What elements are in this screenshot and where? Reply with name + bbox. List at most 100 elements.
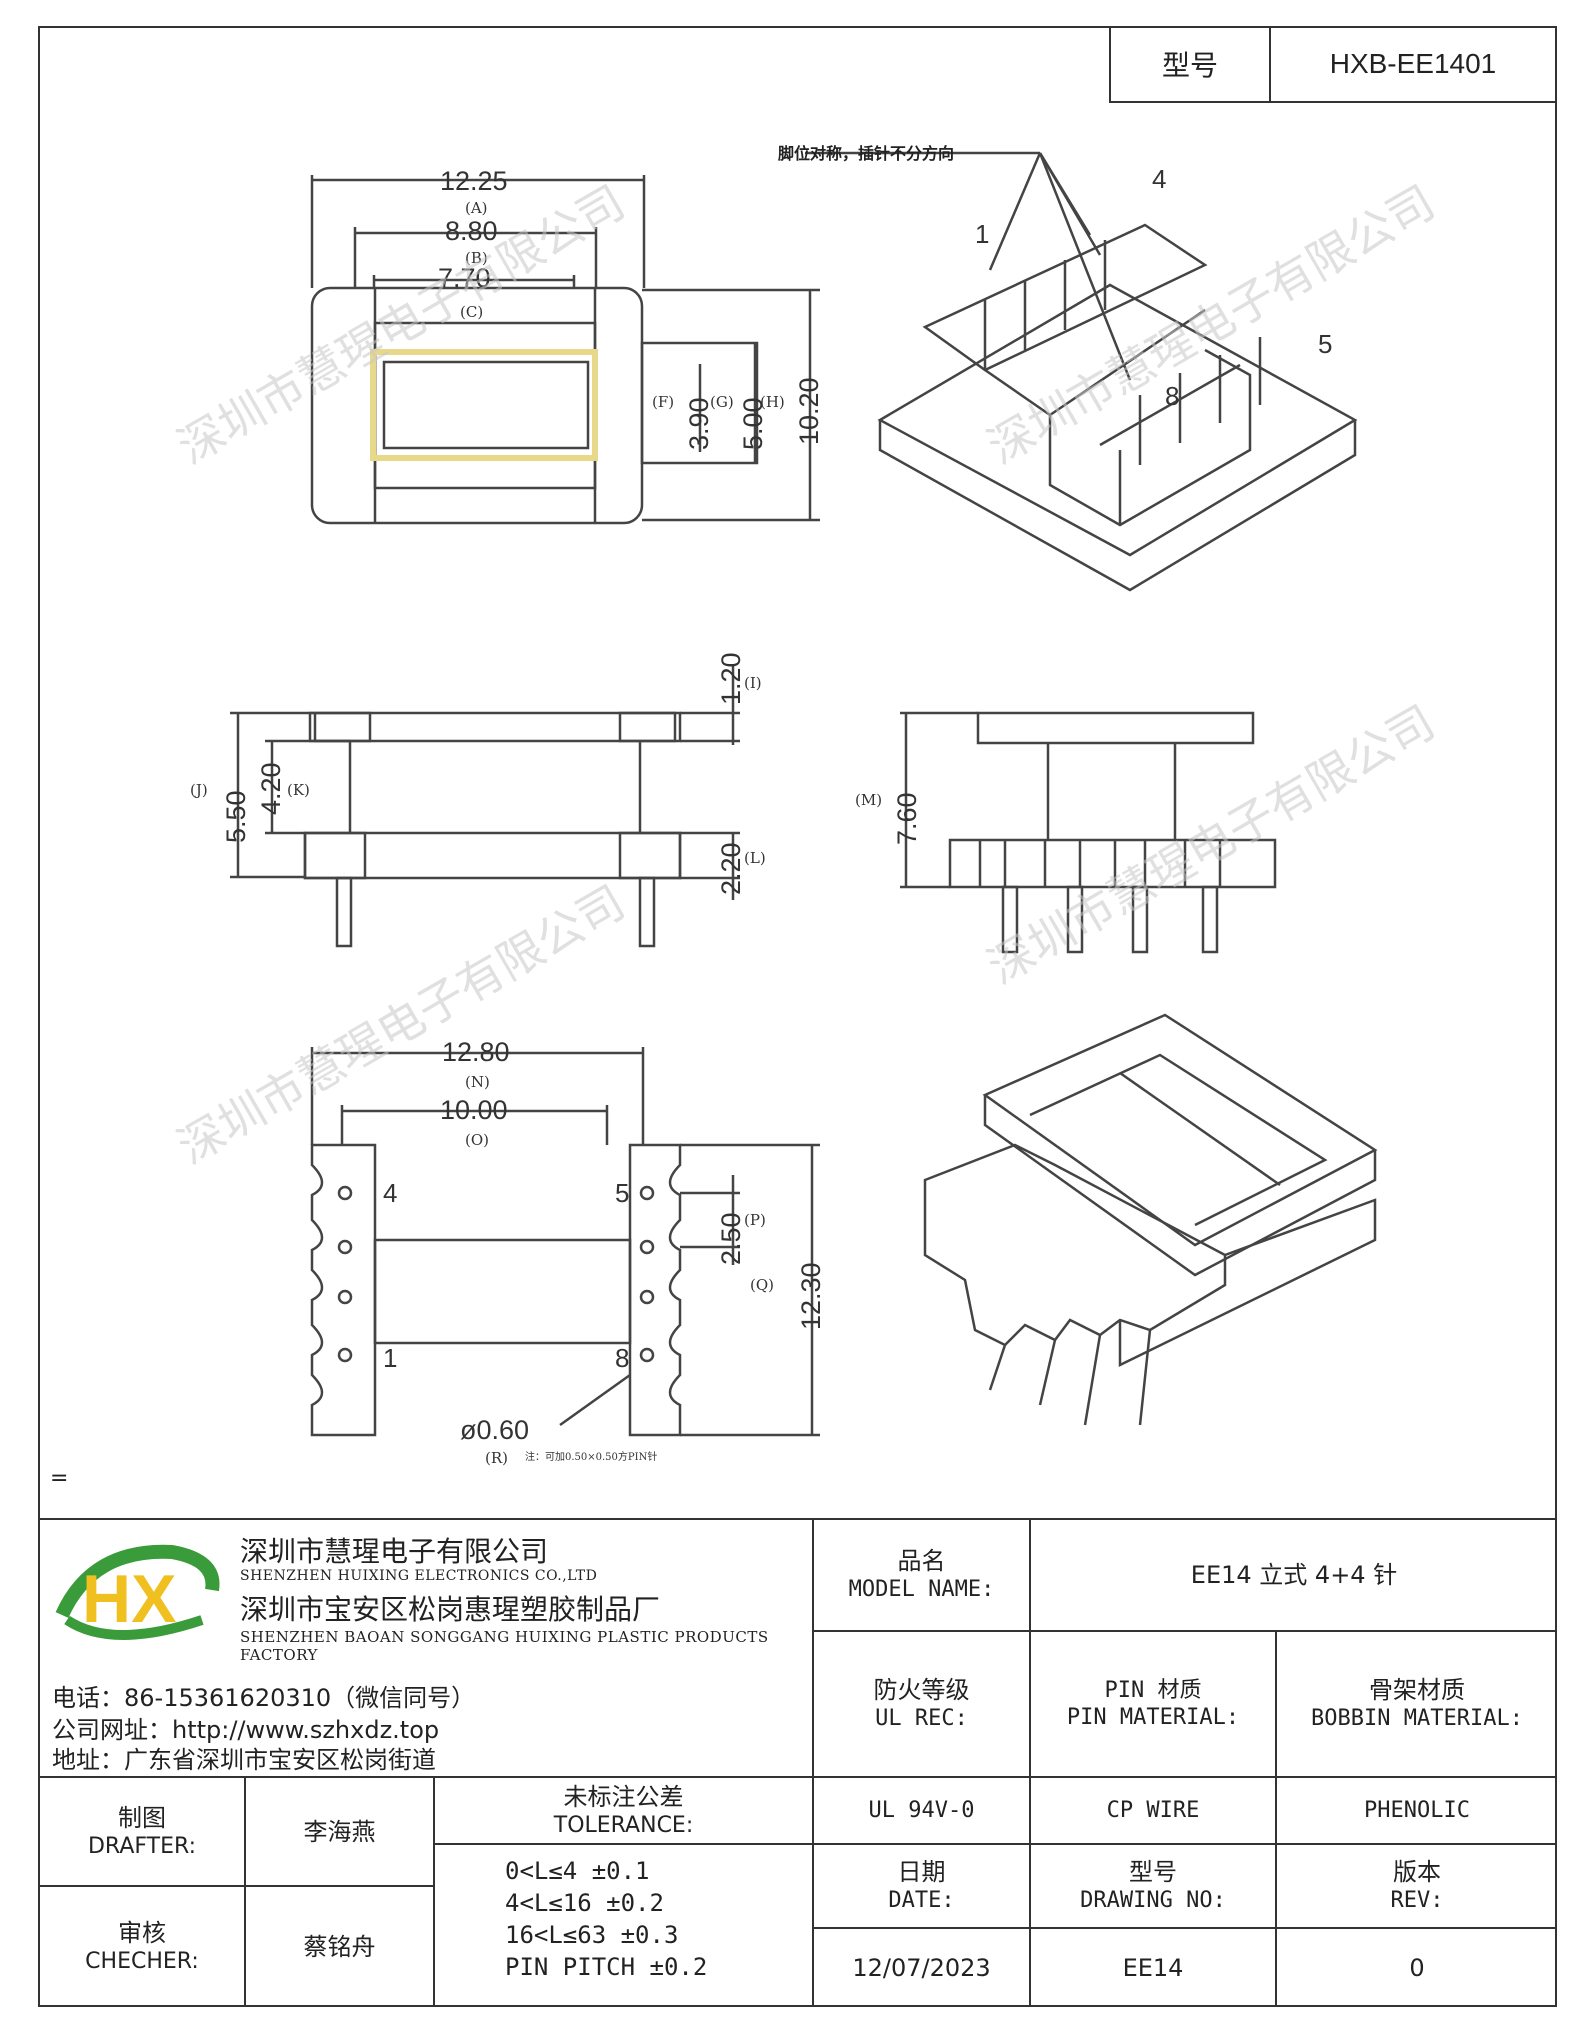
pin-label-5: 5 (1318, 329, 1332, 359)
dim-G-value: 5.00 (738, 397, 768, 450)
date-label-cn: 日期 (897, 1858, 946, 1887)
company-name-en: SHENZHEN HUIXING ELECTRONICS CO.,LTD (240, 1568, 598, 1584)
drawing-no-value: EE14 (1122, 1954, 1184, 1982)
dim-N-tag: (N) (465, 1073, 490, 1091)
dim-C-tag: (C) (460, 303, 483, 321)
dim-A-tag: (A) (465, 199, 488, 217)
dim-N-value: 12.80 (442, 1037, 510, 1067)
model-value: HXB-EE1401 (1329, 47, 1497, 79)
checker-label: 审核 CHECHER: (40, 1887, 244, 2007)
watermark-2: 深圳市慧瑆电子有限公司 (979, 175, 1444, 475)
factory-name-en: SHENZHEN BAOAN SONGGANG HUIXING PLASTIC … (240, 1628, 769, 1664)
top-view (310, 175, 820, 525)
pin-material-label: PIN 材质 PIN MATERIAL: (1031, 1632, 1275, 1776)
dim-R-tag: (R) (485, 1449, 508, 1467)
dim-K-value: 4.20 (256, 762, 286, 815)
technical-drawing: 12.25 (A) 8.80 (B) 7.70 (C) 3.90 (F) 5.0… (169, 144, 1444, 1467)
dim-I-value: 1.20 (716, 652, 746, 705)
drawing-no-label-cn: 型号 (1129, 1858, 1177, 1887)
dim-B-tag: (B) (465, 249, 488, 267)
bobbin-material-label-cn: 骨架材质 (1369, 1676, 1465, 1705)
dim-F-tag: (F) (652, 393, 674, 411)
pin-material-label-cn: PIN 材质 (1104, 1677, 1202, 1703)
watermark-4: 深圳市慧瑆电子有限公司 (979, 695, 1444, 995)
dim-R-value: ø0.60 (460, 1415, 529, 1445)
pin-label-4: 4 (1152, 164, 1166, 194)
company-phone: 电话：86-15361620310（微信同号） (52, 1684, 476, 1712)
tolerance-list: 0<L≤4 ±0.1 4<L≤16 ±0.2 16<L≤63 ±0.3 PIN … (505, 1855, 707, 1983)
tolerance-label-en: TOLERANCE: (553, 1812, 694, 1838)
checker-label-cn: 审核 (118, 1919, 166, 1948)
dim-L-value: 2.20 (716, 842, 746, 895)
dim-Q-tag: (Q) (750, 1276, 774, 1294)
model-name-label-cn: 品名 (897, 1547, 946, 1576)
dim-G-tag: (G) (710, 393, 734, 411)
bottom-pin-label-8: 8 (615, 1343, 629, 1373)
model-name-label-en: MODEL NAME: (848, 1577, 995, 1603)
rev-label: 版本 REV: (1277, 1845, 1557, 1927)
company-logo: HX (55, 1544, 220, 1640)
dim-A-value: 12.25 (440, 166, 508, 196)
isometric-view-top (805, 151, 1358, 592)
dim-P-value: 2.50 (716, 1212, 746, 1265)
date-label-en: DATE: (888, 1888, 955, 1914)
rev-label-en: REV: (1390, 1888, 1444, 1914)
date-value: 12/07/2023 (852, 1954, 991, 1982)
ul-rec-label-cn: 防火等级 (873, 1676, 970, 1705)
dim-L-tag: (L) (744, 849, 766, 867)
dim-F-value: 3.90 (684, 397, 714, 450)
dim-M-tag: (M) (855, 791, 882, 809)
drawing-no-label-en: DRAWING NO: (1080, 1888, 1226, 1914)
bobbin-material-value: PHENOLIC (1364, 1797, 1470, 1823)
pin-option-note: 注：可加0.50×0.50方PIN针 (525, 1450, 657, 1463)
watermark-1: 深圳市慧瑆电子有限公司 (169, 175, 634, 475)
checker-label-en: CHECHER: (85, 1949, 199, 1975)
model-key: 型号 (1111, 26, 1271, 101)
ul-rec-label: 防火等级 UL REC: (814, 1632, 1029, 1776)
dim-O-value: 10.00 (440, 1095, 508, 1125)
dim-I-tag: (I) (744, 674, 762, 692)
drafter-name: 李海燕 (303, 1817, 376, 1846)
bottom-view (310, 1047, 820, 1437)
drafter-label: 制图 DRAFTER: (40, 1778, 244, 1885)
bobbin-material-label: 骨架材质 BOBBIN MATERIAL: (1277, 1632, 1557, 1776)
tolerance-label: 未标注公差 TOLERANCE: (435, 1778, 812, 1843)
front-view (230, 665, 740, 948)
bottom-pin-label-4: 4 (383, 1178, 397, 1208)
dim-J-tag: (J) (190, 781, 208, 799)
tolerance-label-cn: 未标注公差 (563, 1782, 684, 1811)
rev-label-cn: 版本 (1393, 1858, 1441, 1887)
company-name-cn: 深圳市慧瑆电子有限公司 (240, 1535, 549, 1568)
drawing-no-label: 型号 DRAWING NO: (1031, 1845, 1275, 1927)
logo-letters: HX (82, 1561, 176, 1637)
pin-material-value: CP WIRE (1106, 1797, 1200, 1823)
dim-J-value: 5.50 (221, 790, 251, 843)
dim-O-tag: (O) (465, 1131, 489, 1149)
dim-M-value: 7.60 (892, 792, 922, 845)
tolerance-item: PIN PITCH ±0.2 (505, 1953, 708, 1981)
date-label: 日期 DATE: (814, 1845, 1029, 1927)
model-box: 型号 HXB-EE1401 (1109, 26, 1557, 103)
rev-value: 0 (1409, 1954, 1425, 1982)
pin-label-1: 1 (975, 219, 989, 249)
drafter-label-en: DRAFTER: (87, 1833, 196, 1859)
company-info: HX 深圳市慧瑆电子有限公司 SHENZHEN HUIXING ELECTRON… (50, 1518, 810, 1778)
checker-name: 蔡铭舟 (303, 1933, 376, 1961)
dim-K-tag: (K) (287, 781, 310, 799)
isometric-view-bottom (923, 1013, 1378, 1426)
dim-H-value: 10.20 (794, 377, 824, 445)
ul-rec-value: UL 94V-0 (868, 1797, 975, 1823)
pin-symmetry-note: 脚位对称，插针不分方向 (778, 144, 954, 163)
tolerance-item: 4<L≤16 ±0.2 (505, 1889, 664, 1917)
model-name-value: EE14 立式 4+4 针 (1190, 1561, 1398, 1589)
tolerance-item: 16<L≤63 ±0.3 (505, 1921, 679, 1949)
bottom-pin-label-5: 5 (615, 1178, 629, 1208)
pin-material-label-en: PIN MATERIAL: (1066, 1705, 1240, 1730)
dim-C-value: 7.70 (438, 263, 491, 293)
dim-Q-value: 12.30 (796, 1262, 826, 1330)
watermark-3: 深圳市慧瑆电子有限公司 (169, 875, 634, 1175)
side-view (900, 711, 1277, 954)
bobbin-material-label-en: BOBBIN MATERIAL: (1311, 1706, 1523, 1732)
model-name-label: 品名 MODEL NAME: (814, 1520, 1029, 1630)
company-website: 公司网址：http://www.szhxdz.top (52, 1716, 440, 1744)
